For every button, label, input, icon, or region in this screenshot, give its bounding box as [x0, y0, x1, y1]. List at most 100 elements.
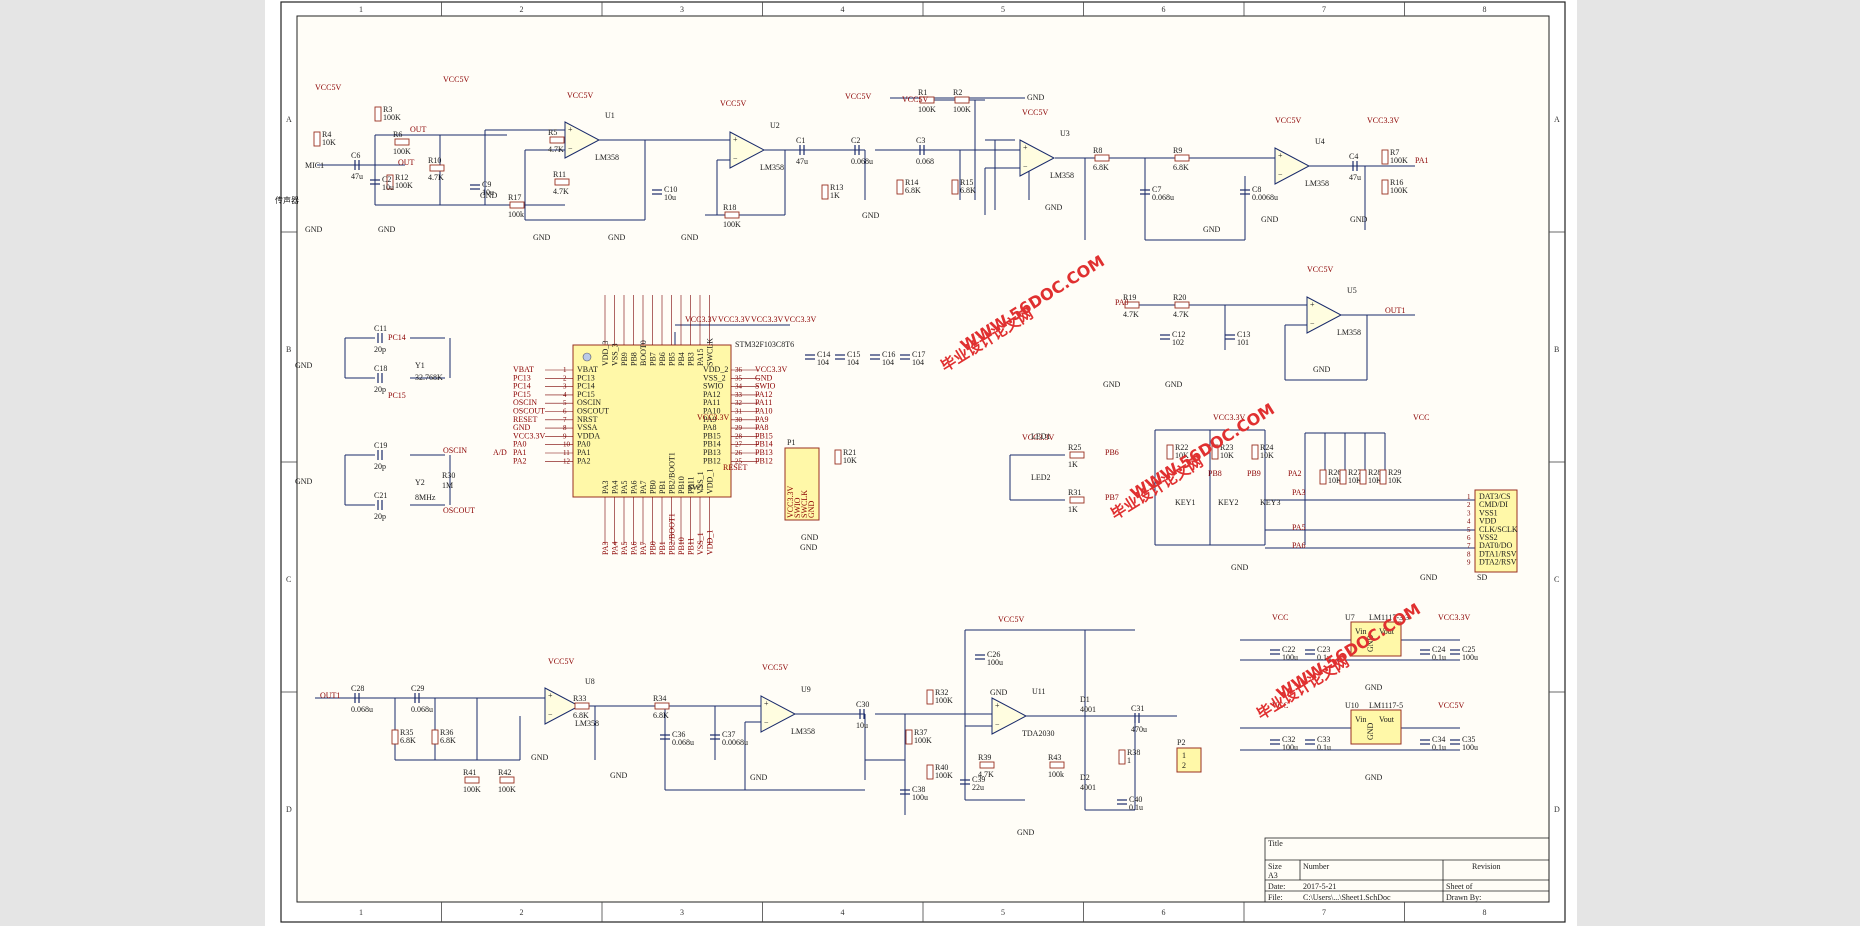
- mcu-pin-left-number: 8: [563, 424, 567, 432]
- net-label: VCC3.3V: [751, 315, 783, 324]
- text-label: SW1: [688, 483, 704, 492]
- op-amp-plus: +: [995, 701, 1000, 710]
- capacitor-value: 102: [1172, 338, 1184, 347]
- text-label: GND: [610, 771, 628, 780]
- mcu-pin-right-net: PB12: [755, 456, 773, 465]
- frame-col-label: 7: [1322, 908, 1326, 917]
- resistor-ref: R33: [573, 694, 586, 703]
- text-label: R30: [442, 471, 455, 480]
- mcu-part-label: STM32F103C8T6: [735, 340, 794, 349]
- text-label: GND: [750, 773, 768, 782]
- mcu-pin-right-number: 25: [735, 457, 743, 465]
- sd-pin-number: 5: [1467, 526, 1471, 534]
- resistor-value: 1: [1127, 756, 1131, 765]
- mcu-pin-right-number: 27: [735, 441, 743, 449]
- frame-col-label: 4: [841, 5, 845, 14]
- resistor-r4: [313, 131, 321, 147]
- resistor-r15: [951, 179, 959, 195]
- mcu-pin-right-name: PA11: [703, 398, 720, 407]
- mcu-pin-left-name: PA2: [577, 456, 591, 465]
- text-label: Y2: [415, 478, 425, 487]
- text-label: 1M: [442, 481, 453, 490]
- op-amp-part: LM358: [575, 719, 599, 728]
- mcu-pin-left-name: VDDA: [577, 431, 600, 440]
- resistor-r26: [1319, 469, 1327, 485]
- resistor-ref: R11: [553, 170, 566, 179]
- resistor-ref: R25: [1068, 443, 1081, 452]
- resistor-ref: R15: [960, 178, 973, 187]
- op-amp-ref: U9: [801, 685, 811, 694]
- frame-row-label: D: [286, 805, 292, 814]
- capacitor-ref: C6: [351, 151, 360, 160]
- mcu-pin-left-number: 1: [563, 366, 567, 374]
- frame-row-label: B: [1554, 345, 1559, 354]
- net-label: PA3: [1292, 488, 1306, 497]
- resistor-ref: R24: [1260, 443, 1273, 452]
- resistor-value: 4.7K: [553, 187, 569, 196]
- mcu-pin-left-number: 7: [563, 416, 567, 424]
- text-label: GND: [990, 688, 1008, 697]
- mcu-pin-bottom-name: VSS_1: [696, 471, 705, 494]
- capacitor-ref: C2: [382, 175, 391, 184]
- mcu-pin-left-number: 10: [563, 441, 571, 449]
- capacitor-ref: C14: [817, 350, 830, 359]
- resistor-value: 1K: [1068, 460, 1078, 469]
- mcu-pin-left-name: PC14: [577, 382, 595, 391]
- mcu-pin-bottom-name: PA5: [620, 481, 629, 495]
- resistor-ref: R40: [935, 763, 948, 772]
- frame-col-label: 1: [359, 908, 363, 917]
- resistor-ref: R26: [1328, 468, 1341, 477]
- op-amp-part: LM358: [1050, 171, 1074, 180]
- resistor-value: 100K: [935, 696, 953, 705]
- capacitor-value: 0.1u: [1317, 653, 1331, 662]
- resistor-r25: [1069, 451, 1085, 459]
- mcu-pin-right-net: PA12: [755, 390, 773, 399]
- resistor-ref: R19: [1123, 293, 1136, 302]
- resistor-value: 100K: [1390, 156, 1408, 165]
- capacitor-value: 0.1u: [1129, 803, 1143, 812]
- text-label: KEY3: [1260, 498, 1280, 507]
- sd-pin-number: 7: [1467, 542, 1471, 550]
- mcu-pin-bottom-name: VDD_1: [706, 469, 715, 494]
- resistor-value: 100K: [393, 147, 411, 156]
- p1-header-body: [784, 447, 820, 521]
- title-block: [1264, 837, 1550, 903]
- text-label: GND: [862, 211, 880, 220]
- op-amp-part: LM358: [595, 153, 619, 162]
- resistor-ref: R1: [918, 88, 927, 97]
- text-label: GND: [1350, 215, 1368, 224]
- capacitor-ref: C16: [882, 350, 895, 359]
- resistor-r17: [509, 201, 525, 209]
- title-block-sheet: Sheet of: [1446, 882, 1473, 891]
- mcu-pin-bottom-name: PB1: [658, 480, 667, 494]
- resistor-ref: R8: [1093, 146, 1102, 155]
- sd-pin-name: CMD/DI: [1479, 500, 1508, 509]
- net-label: PA6: [1292, 541, 1306, 550]
- capacitor-ref: C3: [916, 136, 925, 145]
- mcu-pin-right-number: 28: [735, 432, 743, 440]
- net-label: VCC: [1413, 413, 1429, 422]
- op-amp-symbol: [1019, 139, 1056, 177]
- mcu-pin-top-name: PB7: [649, 352, 658, 366]
- capacitor-value: 0.068u: [351, 705, 373, 714]
- capacitor-value: 0.068u: [851, 157, 873, 166]
- mcu-pin-bottom-net: VDD_1: [706, 530, 715, 555]
- resistor-ref: R4: [322, 130, 331, 139]
- regulator-u10-ref: U10: [1345, 701, 1359, 710]
- capacitor-value: 104: [847, 358, 859, 367]
- resistor-r10: [429, 164, 445, 172]
- op-amp-ref: U5: [1347, 286, 1357, 295]
- resistor-ref: R38: [1127, 748, 1140, 757]
- mcu-pin-left-name: OSCIN: [577, 398, 601, 407]
- frame-col-label: 3: [680, 5, 684, 14]
- regulator-u10-vin: Vin: [1355, 715, 1367, 724]
- op-amp-ref: U11: [1032, 687, 1045, 696]
- frame-col-label: 8: [1483, 908, 1487, 917]
- mcu-pin-right-name: SWIO: [703, 382, 724, 391]
- resistor-value: 100K: [918, 105, 936, 114]
- resistor-r3: [374, 106, 382, 122]
- mcu-pin-bottom-name: PB10: [677, 476, 686, 494]
- mcu-pin-right-net: PB14: [755, 440, 773, 449]
- frame-col-label: 6: [1162, 5, 1166, 14]
- text-label: GND: [1103, 380, 1121, 389]
